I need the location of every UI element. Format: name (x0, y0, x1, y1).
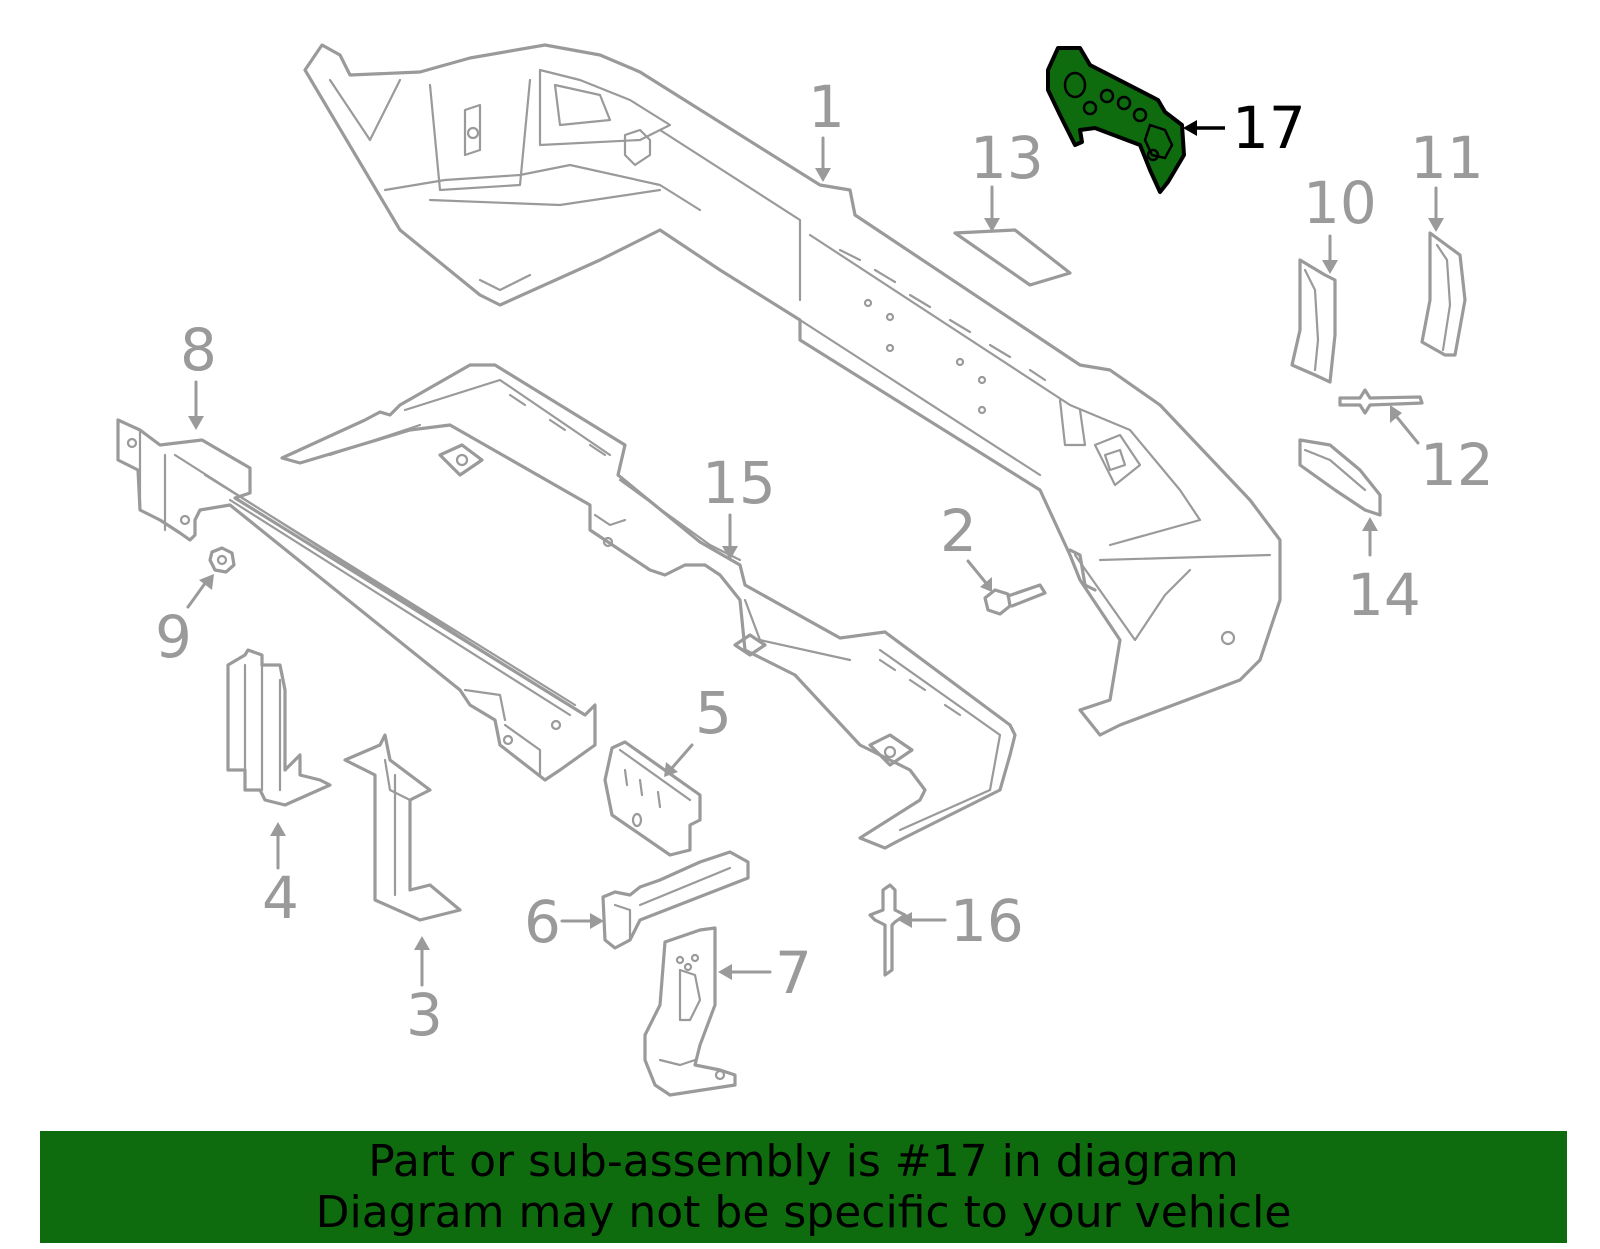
part-8-reinforcement-beam[interactable] (116, 418, 597, 782)
callout-7: 7 (775, 939, 812, 1007)
part-9-nut[interactable] (208, 546, 236, 574)
part-3-bracket[interactable] (343, 733, 462, 922)
callout-3: 3 (406, 981, 443, 1049)
part-1-bumper-cover[interactable] (303, 43, 1282, 737)
callout-9: 9 (155, 603, 192, 671)
callout-16: 16 (950, 887, 1024, 955)
part-14-bracket[interactable] (1298, 438, 1382, 517)
callout-6: 6 (524, 888, 561, 956)
part-11-trim[interactable] (1420, 231, 1467, 357)
part-6-bracket[interactable] (601, 850, 750, 950)
part-15-absorber[interactable] (280, 363, 1017, 850)
part-12-pin[interactable] (1338, 388, 1424, 415)
callout-11: 11 (1410, 124, 1484, 192)
callout-labels: 1 13 17 10 11 12 14 15 8 9 2 5 4 3 6 7 1… (155, 73, 1494, 1049)
banner-line-1: Part or sub-assembly is #17 in diagram (368, 1136, 1239, 1187)
callout-1: 1 (808, 73, 845, 141)
callout-10: 10 (1303, 169, 1377, 237)
callout-13: 13 (970, 124, 1044, 192)
part-7-bracket[interactable] (643, 926, 737, 1097)
callout-15: 15 (702, 449, 776, 517)
callout-17: 17 (1232, 94, 1306, 162)
part-17-bracket-highlighted[interactable] (1046, 46, 1186, 194)
callout-2: 2 (940, 497, 977, 565)
part-4-bracket[interactable] (226, 648, 332, 807)
callout-5: 5 (695, 679, 732, 747)
part-13-pad[interactable] (953, 228, 1072, 287)
banner-line-2: Diagram may not be specific to your vehi… (315, 1187, 1292, 1238)
part-10-trim[interactable] (1290, 258, 1337, 384)
info-banner: Part or sub-assembly is #17 in diagram D… (40, 1131, 1567, 1243)
callout-12: 12 (1420, 431, 1494, 499)
callout-8: 8 (180, 316, 217, 384)
callout-4: 4 (262, 864, 299, 932)
callout-14: 14 (1347, 561, 1421, 629)
leader-lines (186, 120, 1444, 987)
part-16-rivet[interactable] (868, 883, 907, 977)
part-5-bracket[interactable] (603, 740, 702, 857)
part-2-bolt[interactable] (983, 583, 1047, 616)
